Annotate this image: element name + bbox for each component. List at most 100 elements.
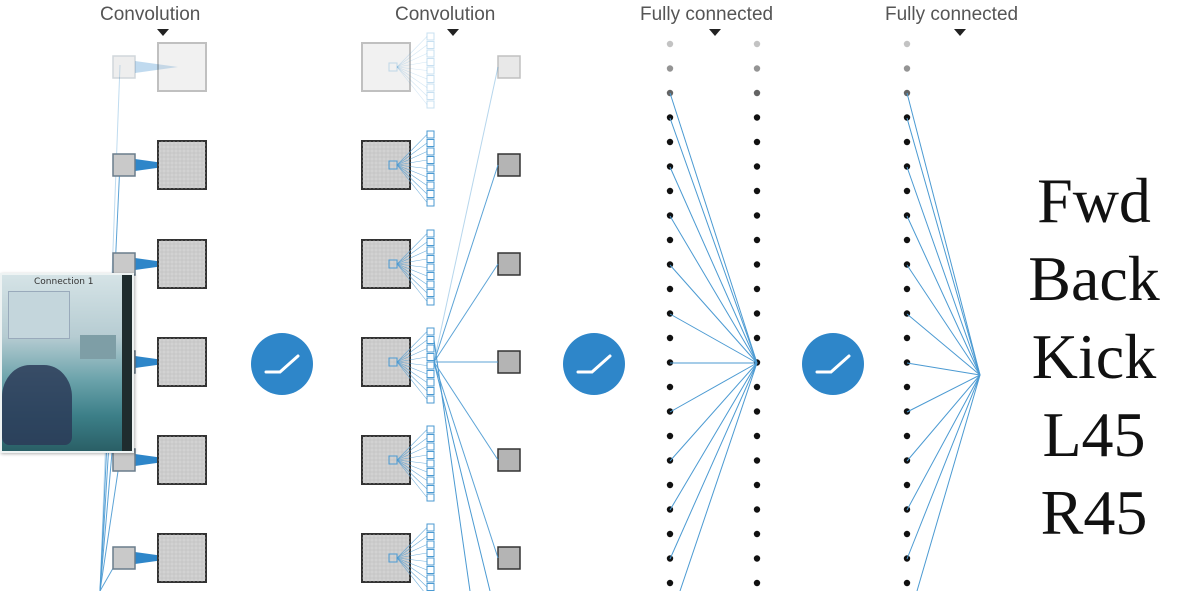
kernel-unit [426, 280, 435, 289]
chevron-down-icon [954, 29, 966, 36]
connection-line [433, 361, 499, 559]
kernel-unit [426, 476, 435, 485]
kernel-line [396, 339, 428, 363]
neuron-node [753, 187, 761, 195]
pooled-unit [497, 350, 521, 374]
kernel-line [396, 459, 428, 464]
feature-map-grid [158, 141, 206, 189]
kernel-unit [426, 485, 435, 493]
neuron-node [666, 40, 674, 48]
connection-line [906, 313, 981, 376]
neuron-node [903, 285, 911, 293]
output-action: Kick [1031, 321, 1157, 392]
kernel-line [396, 459, 428, 498]
connection-line [669, 215, 758, 364]
kernel-line [396, 134, 428, 166]
neuron-node [903, 261, 911, 268]
neuron-node [666, 261, 674, 268]
connection-line [906, 374, 981, 413]
feature-map-grid [362, 534, 410, 582]
connection-line [669, 362, 758, 462]
kernel-unit [426, 92, 435, 100]
connection-line [669, 362, 758, 413]
kernel-line [396, 361, 428, 383]
neuron-node [903, 579, 911, 587]
filter-beam [135, 61, 178, 73]
neuron-node [903, 138, 911, 146]
kernel-line [396, 429, 428, 461]
filter-beam [135, 552, 178, 564]
neuron-node [903, 481, 911, 489]
neuron-node [903, 432, 911, 440]
kernel-unit [426, 289, 435, 297]
neuron-node [903, 359, 911, 366]
kernel-line [396, 331, 428, 363]
neuron-node [666, 285, 674, 293]
connection-line [669, 117, 758, 364]
neuron-node [753, 555, 761, 562]
photo-person [2, 365, 72, 445]
neuron-node [903, 114, 911, 121]
kernel-unit [426, 434, 435, 442]
kernel-unit [426, 344, 435, 353]
neuron-node [753, 334, 761, 342]
kernel-unit [426, 49, 435, 58]
neuron-node [753, 65, 761, 72]
feature-map [361, 42, 411, 92]
kernel-unit [426, 459, 435, 468]
connection-line [433, 164, 499, 363]
connection-line [906, 264, 981, 376]
photo-object [80, 335, 116, 359]
neuron-node [753, 457, 761, 464]
kernel-line [396, 164, 428, 186]
kernel-line [396, 263, 428, 268]
layer-label-conv1: Convolution [100, 4, 201, 25]
filter-patch [112, 546, 136, 570]
relu-icon [251, 333, 313, 395]
kernel-unit [426, 557, 435, 566]
kernel-unit [426, 451, 435, 459]
chevron-down-icon [157, 29, 169, 36]
filter-patch [112, 252, 136, 276]
kernel-line [396, 454, 428, 461]
neuron-node [903, 163, 911, 170]
filter-patch [112, 55, 136, 79]
neuron-node [753, 212, 761, 219]
relu-icon [802, 333, 864, 395]
kernel-line [396, 142, 428, 166]
kernel-unit [426, 468, 435, 476]
kernel-unit [426, 523, 435, 532]
neuron-node [666, 481, 674, 489]
neuron-node [666, 579, 674, 587]
kernel-unit [426, 147, 435, 156]
neuron-node [753, 40, 761, 48]
kernel-line [396, 544, 428, 559]
kernel-line [396, 348, 428, 363]
kernel-unit [426, 32, 435, 41]
kernel-unit [426, 173, 435, 181]
kernel-line [396, 459, 428, 490]
layer-label-fc2: Fully connected [885, 4, 1019, 25]
kernel-unit [426, 395, 435, 404]
kernel-unit [426, 566, 435, 574]
neuron-node [753, 383, 761, 391]
neuron-node [903, 530, 911, 538]
neuron-node [753, 408, 761, 415]
kernel-unit [426, 100, 435, 109]
neuron-node [666, 383, 674, 391]
neuron-node [753, 432, 761, 440]
kernel-line [396, 361, 428, 392]
kernel-line [396, 164, 428, 178]
kernel-unit [426, 378, 435, 387]
neuron-node [753, 163, 761, 170]
pooled-unit [497, 546, 521, 570]
kernel-unit [426, 66, 435, 75]
kernel-unit [426, 263, 435, 272]
filter-beam [135, 454, 178, 466]
kernel-line [396, 164, 428, 195]
neuron-node [903, 212, 911, 219]
feature-map-grid [158, 534, 206, 582]
connection-line [433, 339, 471, 591]
kernel-line [396, 557, 428, 588]
connection-line [906, 374, 981, 560]
